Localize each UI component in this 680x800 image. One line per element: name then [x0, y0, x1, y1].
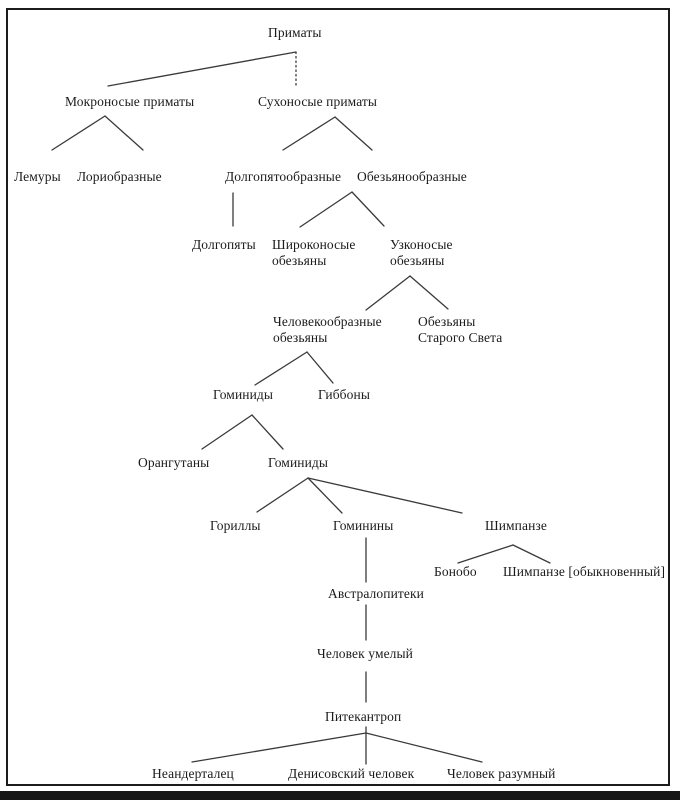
edges-hominoidea-children — [254, 351, 334, 386]
node-platyrrhini: Широконосые обезьяны — [272, 237, 356, 268]
node-primates: Приматы — [268, 25, 322, 40]
node-chimpanzees: Шимпанзе — [485, 518, 547, 533]
edge-primates-strepsirrhini — [107, 51, 297, 87]
edges-chimpanzees-children — [457, 544, 551, 564]
node-lorisiformes: Лориобразные — [77, 169, 162, 184]
node-catarrhini: Узконосые обезьяны — [390, 237, 453, 268]
edges-haplorhini-children — [282, 116, 373, 151]
node-homo-habilis: Человек умелый — [317, 646, 414, 661]
node-denisovan: Денисовский человек — [288, 766, 415, 781]
page-bottom-rule — [0, 791, 680, 800]
node-old-world-monkeys: Обезьяны Старого Света — [418, 314, 503, 345]
node-orangutans: Орангутаны — [138, 455, 210, 470]
node-bonobo: Бонобо — [434, 564, 477, 579]
node-simiiformes: Обезьянообразные — [357, 169, 467, 184]
node-australopithecines: Австралопитеки — [328, 586, 424, 601]
node-hominoidea: Человекообразные обезьяны — [273, 314, 382, 345]
node-tarsiiformes: Долгопятообразные — [225, 169, 342, 184]
figure-border-frame — [6, 8, 670, 786]
edges-strepsirrhini-children — [51, 115, 144, 151]
node-neanderthal: Неандерталец — [152, 766, 234, 781]
node-strepsirrhini: Мокроносые приматы — [65, 94, 195, 109]
node-homo-sapiens: Человек разумный — [447, 766, 556, 781]
edges-catarrhini-children — [365, 275, 449, 311]
node-common-chimpanzee: Шимпанзе [обыкновенный] — [503, 564, 666, 579]
edges-simiiformes-children — [299, 191, 385, 228]
node-tarsiers: Долгопяты — [192, 237, 256, 252]
edges-hominidae2-children — [256, 477, 463, 514]
node-lemurs: Лемуры — [14, 169, 61, 184]
edges-hominidae-children — [201, 414, 284, 450]
node-hominidae: Гоминиды — [213, 387, 274, 402]
node-homininae: Гоминины — [333, 518, 394, 533]
node-gorillas: Гориллы — [210, 518, 261, 533]
node-haplorhini: Сухоносые приматы — [258, 94, 378, 109]
node-gibbons: Гиббоны — [318, 387, 370, 402]
node-hominidae-2: Гоминиды — [268, 455, 329, 470]
node-pithecanthropus: Питекантроп — [325, 709, 402, 724]
edges-pithecanthropus-children — [191, 726, 483, 765]
